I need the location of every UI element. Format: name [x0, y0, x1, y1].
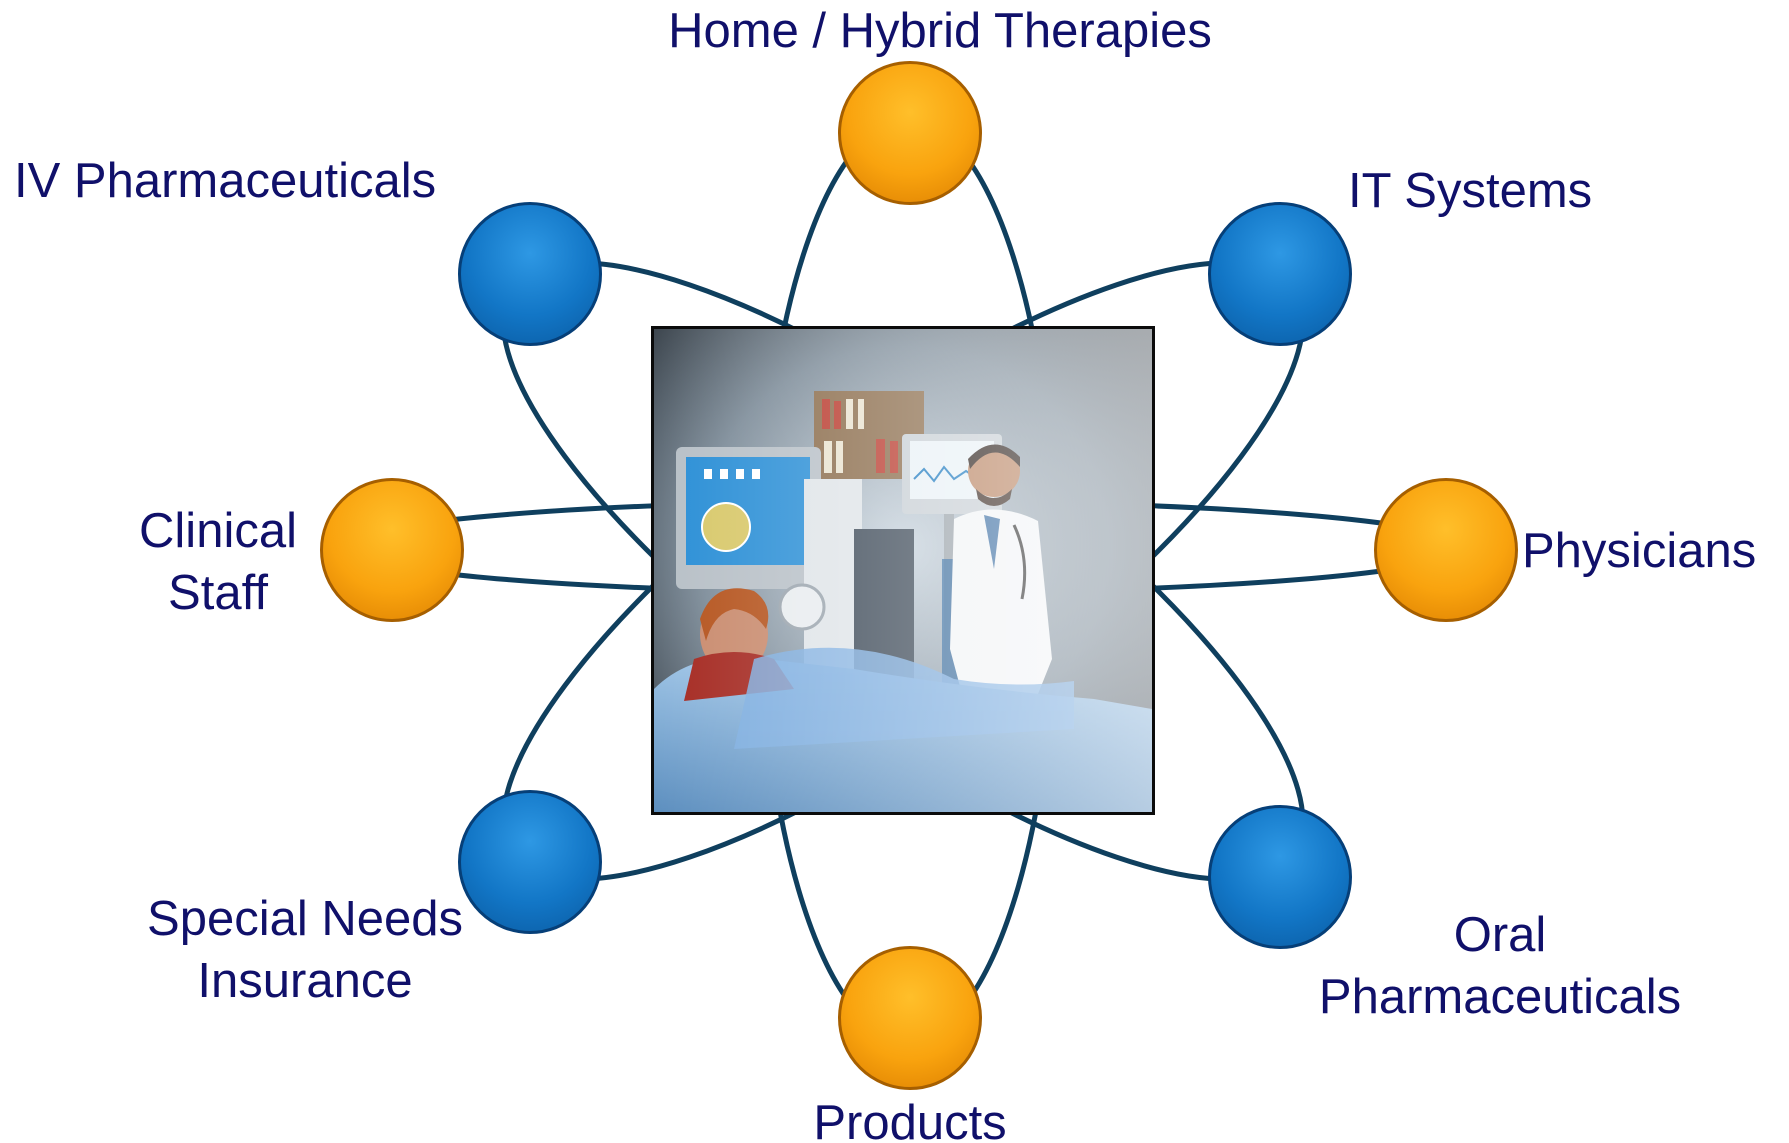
label-it-systems: IT Systems: [1348, 160, 1592, 222]
node-iv-pharmaceuticals[interactable]: [458, 202, 602, 346]
label-line: Pharmaceuticals: [1318, 970, 1682, 1024]
node-home-hybrid-therapies[interactable]: [838, 61, 982, 205]
node-clinical-staff[interactable]: [320, 478, 464, 622]
center-photo-illustration: [654, 329, 1152, 812]
label-line: IV Pharmaceuticals: [14, 154, 437, 208]
node-physicians[interactable]: [1374, 478, 1518, 622]
label-line: Insurance: [197, 954, 413, 1008]
label-line: Products: [813, 1096, 1007, 1143]
label-iv-pharmaceuticals: IV Pharmaceuticals: [14, 150, 436, 212]
label-home-hybrid-therapies: Home / Hybrid Therapies: [640, 0, 1240, 62]
label-line: Clinical: [139, 504, 297, 558]
node-oral-pharmaceuticals[interactable]: [1208, 805, 1352, 949]
center-photo: [651, 326, 1155, 815]
node-it-systems[interactable]: [1208, 202, 1352, 346]
label-products: Products: [760, 1092, 1060, 1143]
label-oral-pharmaceuticals: Oral Pharmaceuticals: [1300, 904, 1700, 1028]
label-line: Home / Hybrid Therapies: [668, 4, 1212, 58]
label-line: IT Systems: [1348, 164, 1593, 218]
label-line: Special Needs: [147, 892, 463, 946]
label-line: Oral: [1453, 908, 1547, 962]
node-products[interactable]: [838, 946, 982, 1090]
label-line: Staff: [168, 566, 268, 620]
label-physicians: Physicians: [1522, 520, 1756, 582]
label-line: Physicians: [1522, 524, 1757, 578]
node-special-needs-insurance[interactable]: [458, 790, 602, 934]
label-clinical-staff: Clinical Staff: [118, 500, 318, 624]
label-special-needs-insurance: Special Needs Insurance: [120, 888, 490, 1012]
